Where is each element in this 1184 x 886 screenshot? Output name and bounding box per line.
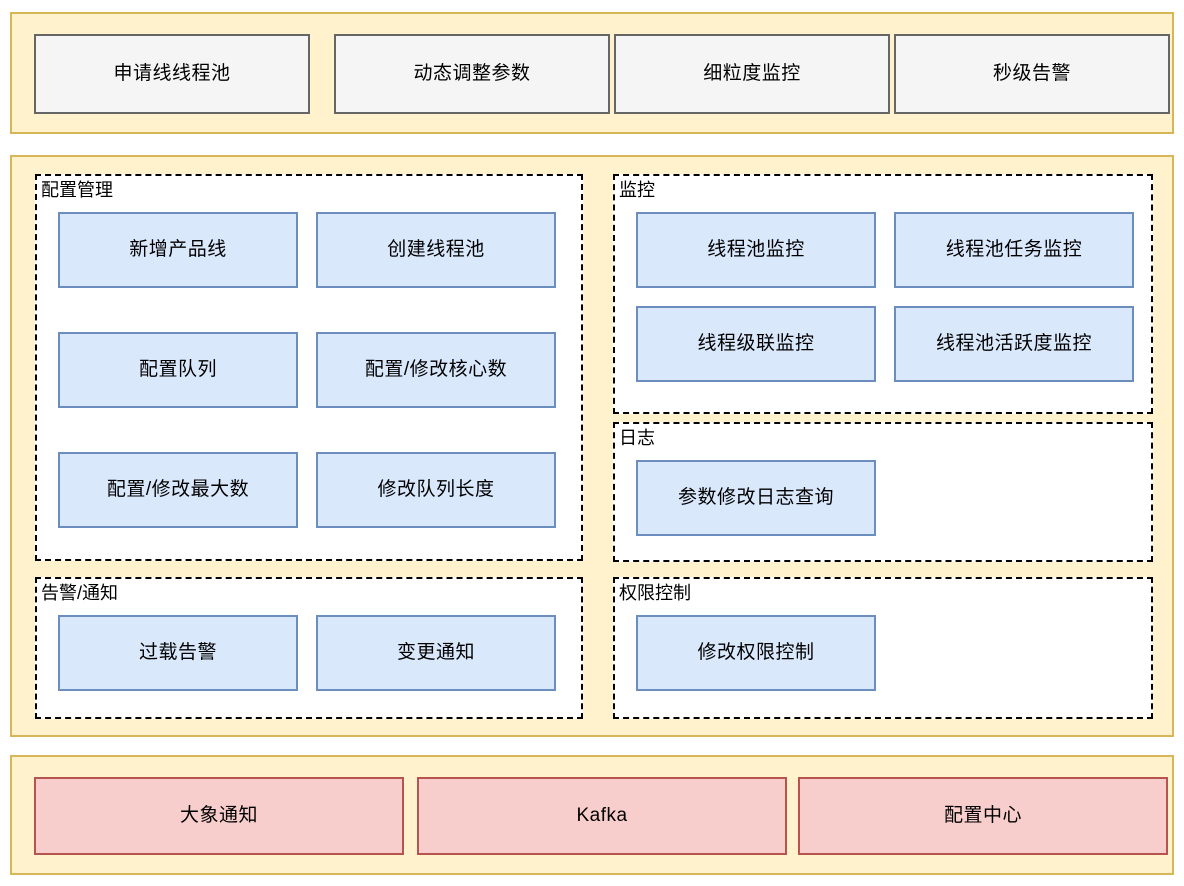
group-permission-control-title: 权限控制	[619, 583, 691, 603]
group-alert-notification-title: 告警/通知	[41, 583, 119, 603]
bottom-item-kafka[interactable]: Kafka	[417, 777, 787, 855]
bottom-item-daxiang-notify[interactable]: 大象通知	[34, 777, 404, 855]
top-item-fine-grained-monitoring[interactable]: 细粒度监控	[614, 34, 890, 114]
top-item-second-level-alert[interactable]: 秒级告警	[894, 34, 1170, 114]
bottom-band: 大象通知 Kafka 配置中心	[10, 755, 1174, 875]
top-item-apply-thread-pool[interactable]: 申请线线程池	[34, 34, 310, 114]
monitoring-item-thread-pool-task[interactable]: 线程池任务监控	[894, 212, 1134, 288]
config-item-create-thread-pool[interactable]: 创建线程池	[316, 212, 556, 288]
group-log: 日志 参数修改日志查询	[613, 422, 1153, 562]
middle-band: 配置管理 新增产品线 创建线程池 配置队列 配置/修改核心数 配置/修改最大数 …	[10, 155, 1174, 737]
alert-item-overload-alert[interactable]: 过载告警	[58, 615, 298, 691]
top-item-dynamic-params[interactable]: 动态调整参数	[334, 34, 610, 114]
group-permission-control: 权限控制 修改权限控制	[613, 577, 1153, 719]
config-item-add-product-line[interactable]: 新增产品线	[58, 212, 298, 288]
monitoring-item-thread-cascade[interactable]: 线程级联监控	[636, 306, 876, 382]
group-monitoring-title: 监控	[619, 180, 655, 200]
config-item-configure-queue[interactable]: 配置队列	[58, 332, 298, 408]
group-config-management-title: 配置管理	[41, 180, 113, 200]
top-band: 申请线线程池 动态调整参数 细粒度监控 秒级告警	[10, 12, 1174, 134]
group-alert-notification: 告警/通知 过载告警 变更通知	[35, 577, 583, 719]
permission-item-modify-permission[interactable]: 修改权限控制	[636, 615, 876, 691]
group-log-title: 日志	[619, 428, 655, 448]
alert-item-change-notification[interactable]: 变更通知	[316, 615, 556, 691]
bottom-item-config-center[interactable]: 配置中心	[798, 777, 1168, 855]
monitoring-item-thread-pool[interactable]: 线程池监控	[636, 212, 876, 288]
config-item-queue-length[interactable]: 修改队列长度	[316, 452, 556, 528]
group-monitoring: 监控 线程池监控 线程池任务监控 线程级联监控 线程池活跃度监控	[613, 174, 1153, 414]
monitoring-item-thread-pool-activity[interactable]: 线程池活跃度监控	[894, 306, 1134, 382]
log-item-param-change-query[interactable]: 参数修改日志查询	[636, 460, 876, 536]
group-config-management: 配置管理 新增产品线 创建线程池 配置队列 配置/修改核心数 配置/修改最大数 …	[35, 174, 583, 561]
config-item-max-size[interactable]: 配置/修改最大数	[58, 452, 298, 528]
config-item-core-size[interactable]: 配置/修改核心数	[316, 332, 556, 408]
